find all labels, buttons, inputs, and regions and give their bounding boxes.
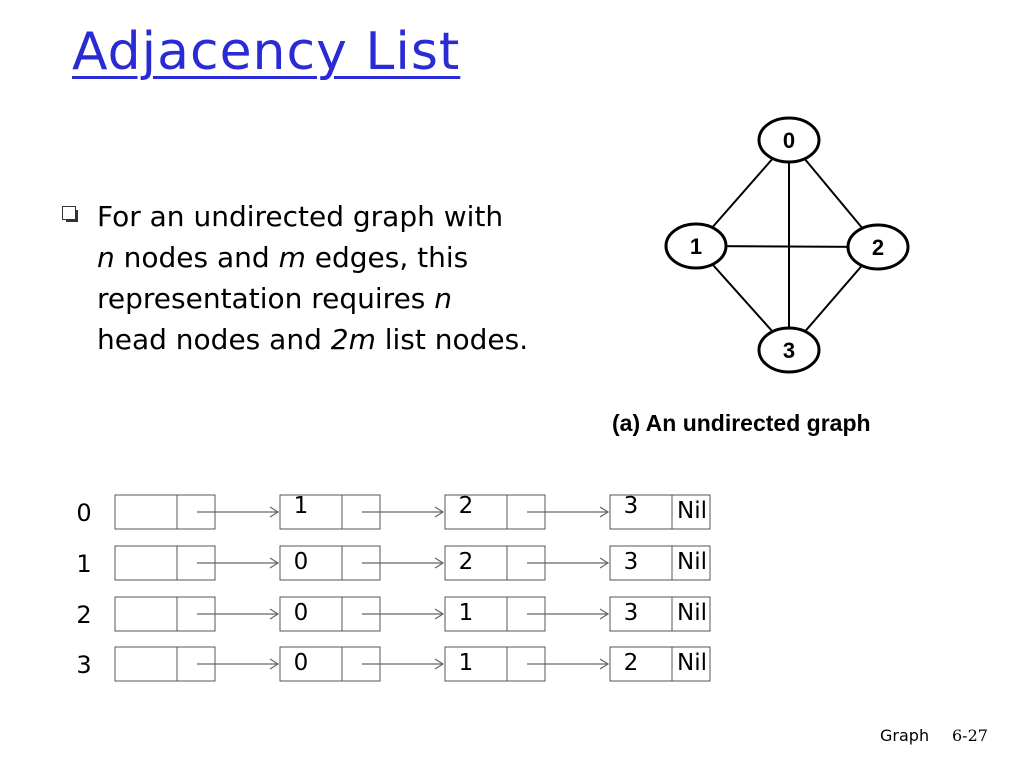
adjacency-arrow-head — [269, 557, 280, 569]
adjacency-arrow-head — [269, 506, 280, 518]
adjacency-arrow-head — [434, 658, 445, 670]
adjacency-arrow-head — [599, 557, 610, 569]
slide-title: Adjacency List — [72, 22, 461, 82]
adjacency-arrow-head — [434, 608, 445, 620]
graph-node-2 — [846, 223, 910, 271]
adjacency-list-value: 0 — [294, 549, 309, 575]
adjacency-list-node — [609, 596, 711, 632]
adjacency-list-value: 1 — [459, 650, 474, 676]
graph-node-label-2: 2 — [872, 235, 884, 260]
bullet-text: For an undirected graph with n nodes and… — [97, 200, 529, 356]
adjacency-arrow-head — [599, 658, 610, 670]
graph-caption: (a) An undirected graph — [612, 410, 871, 436]
adjacency-nil-terminator: Nil — [677, 650, 707, 676]
adjacency-head-index-0: 0 — [76, 499, 91, 527]
footer-page-number: 6-27 — [952, 726, 988, 745]
adjacency-list-value: 0 — [294, 600, 309, 626]
adjacency-list-value: 3 — [624, 493, 639, 519]
adjacency-list-value: 1 — [294, 493, 309, 519]
graph-node-label-3: 3 — [783, 338, 795, 363]
adjacency-arrow-head — [269, 658, 280, 670]
adjacency-list-value: 3 — [624, 549, 639, 575]
adjacency-list-node — [444, 646, 546, 682]
adjacency-list-value: 2 — [459, 549, 474, 575]
adjacency-head-index-2: 2 — [76, 601, 91, 629]
adjacency-arrow-head — [269, 608, 280, 620]
footer-label: Graph — [880, 726, 930, 745]
adjacency-list-value: 0 — [294, 650, 309, 676]
adjacency-list-node — [609, 646, 711, 682]
adjacency-nil-terminator: Nil — [677, 600, 707, 626]
adjacency-head-index-1: 1 — [76, 550, 91, 578]
adjacency-arrow-head — [434, 506, 445, 518]
adjacency-arrow-head — [599, 506, 610, 518]
adjacency-head-index-3: 3 — [76, 651, 91, 679]
graph-node-1 — [664, 222, 728, 270]
bullet-checkbox-icon — [62, 206, 78, 222]
adjacency-list-value: 3 — [624, 600, 639, 626]
graph-node-3 — [757, 326, 821, 374]
adjacency-nil-terminator: Nil — [677, 549, 707, 575]
adjacency-arrow-head — [434, 557, 445, 569]
adjacency-nil-terminator: Nil — [677, 498, 707, 524]
adjacency-list-node — [609, 494, 711, 530]
adjacency-list-value: 2 — [624, 650, 639, 676]
adjacency-list-node — [609, 545, 711, 581]
adjacency-arrow-head — [599, 608, 610, 620]
adjacency-list-value: 2 — [459, 493, 474, 519]
graph-node-label-0: 0 — [783, 128, 795, 153]
adjacency-list-value: 1 — [459, 600, 474, 626]
graph-node-0 — [757, 116, 821, 164]
graph-node-label-1: 1 — [690, 234, 702, 259]
